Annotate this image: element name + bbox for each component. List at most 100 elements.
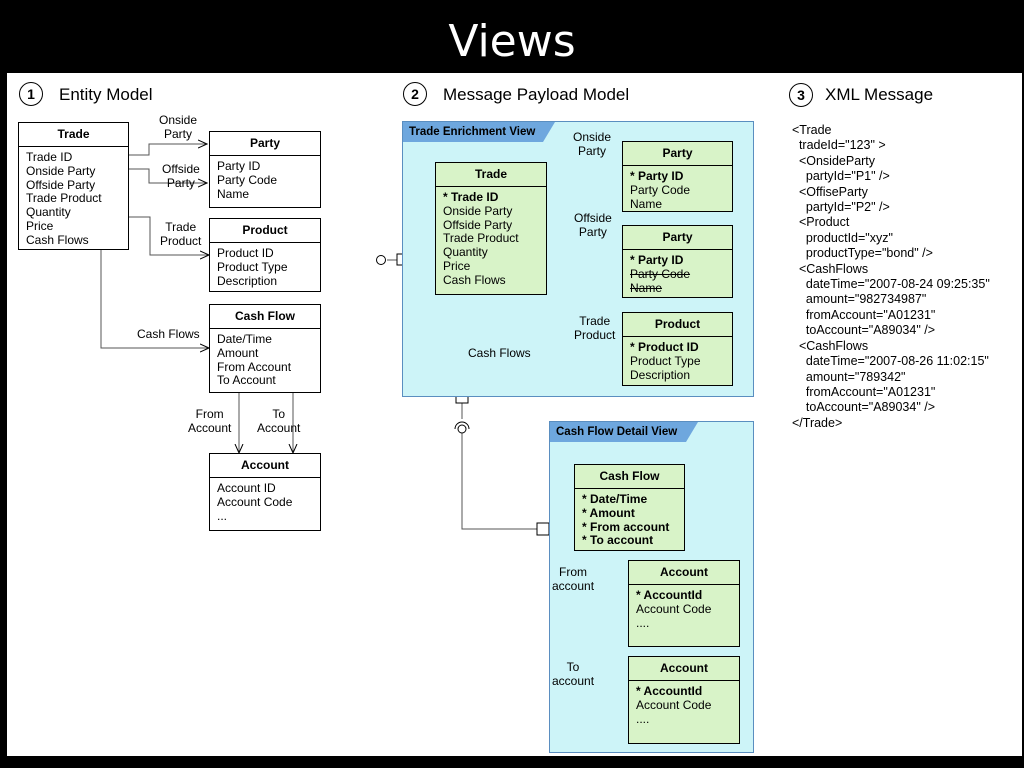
payload-trade-box: Trade * Trade ID Onside Party Offside Pa… (435, 162, 547, 295)
xml-line: partyId="P1" /> (792, 169, 890, 184)
entity-cashflow-title: Cash Flow (210, 305, 320, 329)
xml-line: <CashFlows (792, 338, 869, 353)
payload-party-restricted-key: * Party ID (630, 253, 684, 267)
section-number-3: 3 (789, 83, 813, 107)
entity-account-attr: Account Code (217, 494, 293, 509)
entity-cashflow-attr: Amount (217, 345, 259, 360)
payload-party-restricted-excluded-attr: Name (630, 280, 663, 295)
xml-line: partyId="P2" /> (792, 200, 890, 215)
payload-cashflow-attr: * To account (582, 533, 654, 548)
xml-line: productType="bond" /> (792, 246, 933, 261)
payload-label-cash-flows: Cash Flows (468, 346, 531, 360)
entity-product-attr: Product ID (217, 246, 274, 260)
payload-product-title: Product (623, 313, 732, 337)
xml-line: fromAccount="A01231" (792, 384, 936, 399)
payload-party-title: Party (623, 142, 732, 166)
slide-canvas: 1 Entity Model 2 Message Payload Model 3… (7, 73, 1022, 756)
bottom-strip (0, 758, 1024, 768)
xml-line: amount="982734987" (792, 292, 927, 307)
entity-trade-attr: Onside Party (26, 163, 96, 178)
entity-party-attr: Name (217, 186, 250, 201)
payload-from-account-attr: .... (636, 615, 650, 630)
entity-trade-attr: Trade ID (26, 150, 73, 164)
xml-line: toAccount="A89034" /> (792, 400, 935, 415)
xml-line: <Trade (792, 123, 832, 137)
xml-line: fromAccount="A01231" (792, 307, 936, 322)
entity-trade-attr: Cash Flows (26, 232, 89, 247)
xml-line: <CashFlows (792, 261, 869, 276)
payload-to-account-key: * AccountId (636, 684, 703, 698)
entity-trade-attr: Quantity (26, 205, 71, 220)
entity-account-title: Account (210, 454, 320, 478)
slide-title: Views (448, 16, 576, 67)
xml-line: dateTime="2007-08-26 11:02:15" (792, 354, 989, 369)
xml-line: amount="789342" (792, 369, 906, 384)
entity-party-attr: Party Code (217, 172, 278, 187)
payload-from-account-box: Account * AccountId Account Code .... (628, 560, 740, 647)
entity-trade-attr: Trade Product (26, 191, 102, 206)
xml-line: </Trade> (792, 415, 843, 430)
payload-product-box: Product * Product ID Product Type Descri… (622, 312, 733, 386)
section-number-1: 1 (19, 82, 43, 106)
xml-line: toAccount="A89034" /> (792, 323, 935, 338)
payload-cashflow-attr: * Date/Time (582, 492, 648, 506)
section-title-xml-message: XML Message (825, 85, 934, 104)
entity-product-attr: Product Type (217, 259, 288, 274)
entity-party-title: Party (210, 132, 320, 156)
entity-product-attr: Description (217, 273, 278, 288)
xml-line: <Product (792, 215, 850, 230)
payload-from-account-title: Account (629, 561, 739, 585)
entity-trade-attr: Offside Party (26, 177, 96, 192)
entity-trade-attr: Price (26, 218, 54, 233)
payload-to-account-box: Account * AccountId Account Code .... (628, 656, 740, 744)
payload-trade-title: Trade (436, 163, 546, 187)
entity-cashflow-attr: To Account (217, 373, 276, 388)
payload-product-attr: Product Type (630, 353, 701, 368)
entity-product-title: Product (210, 219, 320, 243)
entity-trade-title: Trade (19, 123, 128, 147)
payload-party-attr: Name (630, 196, 663, 211)
section-number-2: 2 (403, 82, 427, 106)
payload-party-attr: Party Code (630, 182, 691, 197)
payload-party-restricted-title: Party (623, 226, 732, 250)
section-title-payload-model: Message Payload Model (443, 85, 630, 104)
entity-cashflow-box: Cash Flow Date/Time Amount From Account … (209, 304, 321, 393)
payload-cashflow-title: Cash Flow (575, 465, 684, 489)
payload-from-account-attr: Account Code (636, 601, 712, 616)
xml-line: <OffiseParty (792, 184, 868, 199)
xml-line: <OnsideParty (792, 153, 876, 168)
payload-product-attr: Description (630, 367, 691, 382)
payload-cashflow-box: Cash Flow * Date/Time * Amount * From ac… (574, 464, 685, 551)
entity-cashflow-attr: From Account (217, 359, 292, 374)
entity-party-box: Party Party ID Party Code Name (209, 131, 321, 208)
entity-trade-box: Trade Trade ID Onside Party Offside Part… (18, 122, 129, 250)
entity-account-attr: ... (217, 508, 228, 523)
xml-line: tradeId="123" > (792, 138, 886, 153)
payload-to-account-attr: Account Code (636, 697, 712, 712)
entity-account-box: Account Account ID Account Code ... (209, 453, 321, 531)
payload-cashflow-attr: * From account (582, 519, 670, 534)
payload-trade-attr: Price (443, 258, 471, 273)
entity-cashflow-attr: Date/Time (217, 332, 272, 346)
payload-party-restricted-box: Party * Party ID Party Code Name (622, 225, 733, 298)
title-bar: Views (0, 0, 1024, 73)
payload-trade-attr: Quantity (443, 245, 488, 260)
xml-line: dateTime="2007-08-24 09:25:35" (792, 277, 990, 292)
payload-cashflow-attr: * Amount (582, 505, 635, 520)
payload-to-account-title: Account (629, 657, 739, 681)
trade-enrichment-view-tab: Trade Enrichment View (403, 122, 555, 142)
payload-trade-attr: Onside Party (443, 203, 513, 218)
entity-account-attr: Account ID (217, 481, 276, 495)
payload-product-key: * Product ID (630, 340, 699, 354)
entity-party-attr: Party ID (217, 159, 261, 173)
xml-line: productId="xyz" (792, 230, 893, 245)
